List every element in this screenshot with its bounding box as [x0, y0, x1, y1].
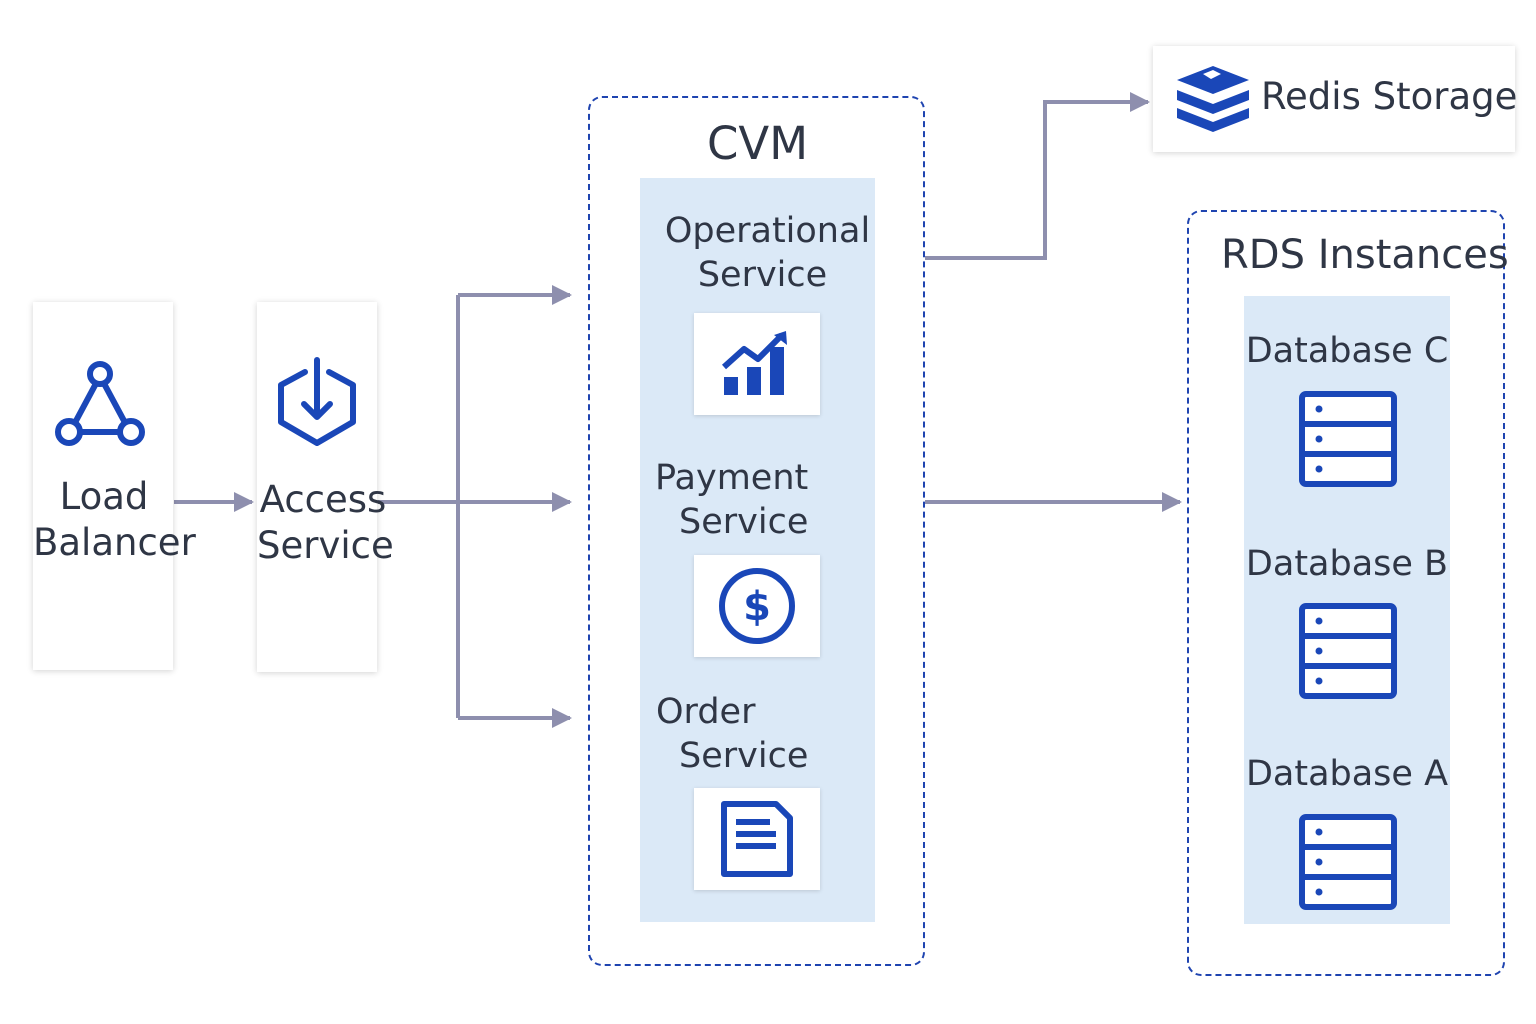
rds-title: RDS Instances [1221, 232, 1509, 278]
load-balancer-line2: Balancer [33, 521, 196, 565]
svg-text:$: $ [743, 584, 771, 630]
operational-service-line2: Service [697, 254, 828, 295]
payment-service-line2: Service [679, 501, 809, 542]
operational-service-label: Operational Service [660, 210, 875, 298]
hexagon-download-icon [278, 357, 356, 446]
redis-stack-icon [1177, 66, 1249, 132]
order-service-label: Order Service [656, 691, 808, 779]
rds-group [1187, 210, 1505, 976]
database-a-label: Database A [1245, 754, 1449, 794]
payment-service-tile[interactable]: $ [694, 555, 820, 657]
load-balancer-line1: Load [59, 475, 149, 518]
payment-service-line1: Payment [655, 458, 809, 498]
redis-storage-label: Redis Storage [1261, 75, 1518, 118]
arrow-cvm-to-redis [925, 92, 1150, 260]
cvm-group [588, 96, 925, 966]
document-icon [721, 801, 793, 877]
bar-chart-growth-icon [721, 331, 787, 395]
operational-service-tile[interactable] [694, 313, 820, 415]
server-icon[interactable] [1299, 814, 1397, 910]
access-service-line2: Service [257, 524, 394, 568]
payment-service-label: Payment Service [655, 457, 808, 545]
server-icon[interactable] [1299, 603, 1397, 699]
load-balancer-card[interactable]: Load Balancer [33, 302, 196, 670]
triangle-network-icon [55, 361, 145, 446]
load-balancer-label: Load Balancer [33, 474, 196, 567]
database-b-label: Database B [1245, 544, 1449, 584]
order-service-line1: Order [656, 692, 756, 732]
access-service-card[interactable] [257, 302, 377, 672]
order-service-line2: Service [679, 735, 809, 776]
access-service-line1: Access [259, 478, 387, 521]
server-icon[interactable] [1299, 391, 1397, 487]
order-service-tile[interactable] [694, 788, 820, 890]
redis-storage-card[interactable]: Redis Storage [1153, 46, 1518, 152]
dollar-circle-icon: $ [719, 568, 795, 644]
cvm-title: CVM [706, 117, 809, 170]
operational-service-line1: Operational [664, 211, 871, 251]
database-c-label: Database C [1245, 331, 1449, 371]
access-service-label: Access Service [257, 477, 394, 570]
